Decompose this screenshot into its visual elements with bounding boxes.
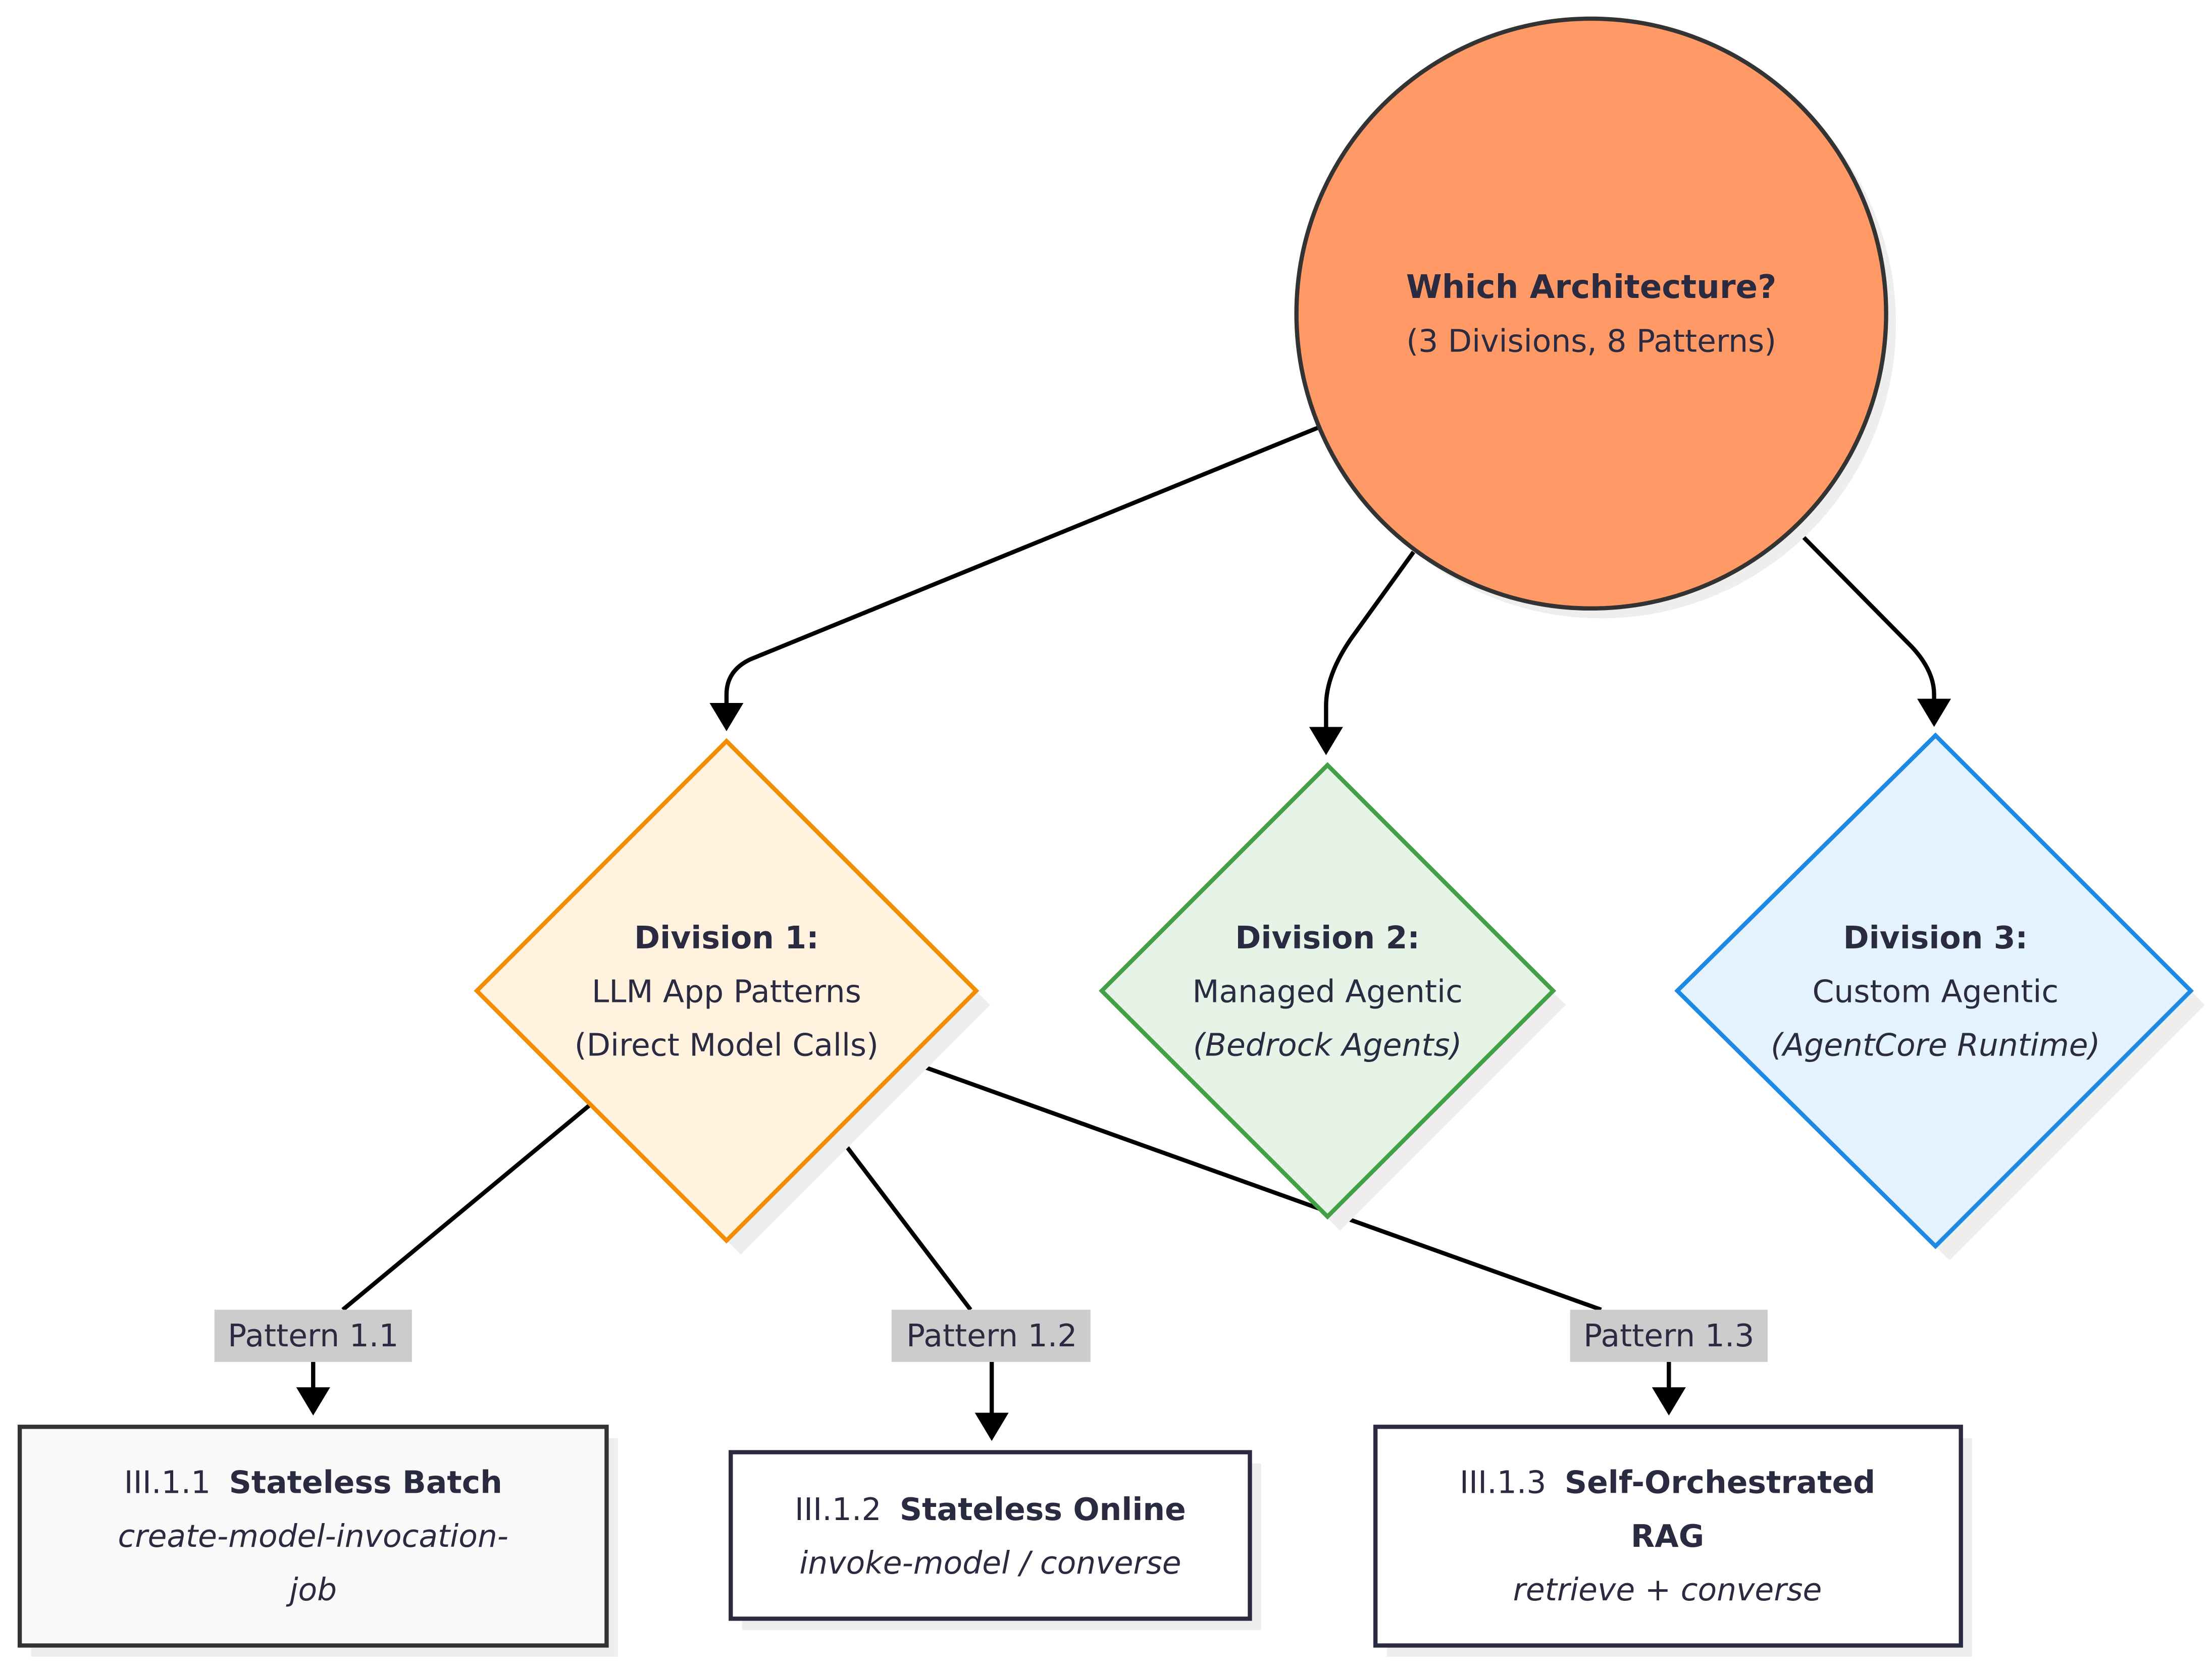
division-1-description: (Direct Model Calls) [575, 1028, 879, 1064]
arrowhead-division-2 [1309, 727, 1343, 755]
division-2-node[interactable]: Division 2: Managed Agentic (Bedrock Age… [1099, 762, 1566, 1231]
pattern-1-1-id: III.1.1 [124, 1465, 211, 1501]
pattern-1-2-api-line-1: invoke-model / converse [799, 1545, 1181, 1581]
arrowhead-division-1 [709, 703, 744, 731]
pattern-node-1-2[interactable]: III.1.2 Stateless Online invoke-model / … [729, 1450, 1261, 1630]
edge-label-text: Pattern 1.3 [1583, 1318, 1754, 1354]
pattern-1-1-api-line-2: job [286, 1572, 337, 1608]
root-node-subtitle: (3 Divisions, 8 Patterns) [1406, 323, 1776, 359]
pattern-1-1-api-line-1: create-model-invocation- [118, 1519, 508, 1554]
pattern-1-1-heading: III.1.1 Stateless Batch [124, 1465, 502, 1501]
division-1-title: Division 1: [634, 920, 819, 956]
pattern-1-3-api-line-1: retrieve + converse [1513, 1572, 1822, 1608]
edge-label-text: Pattern 1.1 [228, 1318, 398, 1354]
division-2-title: Division 2: [1235, 920, 1420, 956]
arrowhead-division-3 [1917, 698, 1951, 727]
root-node-circle [1294, 16, 1888, 611]
pattern-1-2-box [729, 1450, 1252, 1621]
root-node[interactable]: Which Architecture? (3 Divisions, 8 Patt… [1294, 16, 1896, 619]
pattern-1-2-id: III.1.2 [795, 1492, 882, 1528]
division-2-diamond [1099, 762, 1557, 1220]
division-1-diamond [474, 738, 980, 1244]
edge-root-to-division-1 [724, 426, 1319, 703]
pattern-1-1-box [17, 1425, 609, 1648]
division-2-description: (Bedrock Agents) [1193, 1028, 1462, 1064]
division-3-title: Division 3: [1843, 920, 2028, 956]
division-3-diamond [1674, 732, 2194, 1249]
division-2-subtitle: Managed Agentic [1192, 974, 1462, 1009]
edge-label-bg [1570, 1309, 1768, 1362]
pattern-1-3-box [1373, 1425, 1963, 1648]
division-3-description: (AgentCore Runtime) [1771, 1028, 2100, 1064]
edge-root-to-division-2 [1324, 550, 1415, 727]
pattern-1-3-heading: III.1.3 Self-Orchestrated [1460, 1465, 1875, 1501]
pattern-1-3-id: III.1.3 [1460, 1465, 1547, 1501]
edge-label-bg [214, 1309, 412, 1362]
edge-division-1-to-pattern-1-3 [907, 1059, 1602, 1312]
division-3-node[interactable]: Division 3: Custom Agentic (AgentCore Ru… [1674, 732, 2205, 1260]
pattern-node-1-1[interactable]: III.1.1 Stateless Batch create-model-inv… [17, 1425, 618, 1657]
arrowhead-pattern-1-1 [296, 1387, 330, 1416]
edge-label-bg [891, 1309, 1091, 1362]
pattern-node-1-3[interactable]: III.1.3 Self-Orchestrated RAG retrieve +… [1373, 1425, 1973, 1657]
pattern-1-2-heading: III.1.2 Stateless Online [795, 1492, 1186, 1528]
division-3-subtitle: Custom Agentic [1813, 974, 2059, 1009]
root-node-title: Which Architecture? [1406, 268, 1776, 306]
division-1-node[interactable]: Division 1: LLM App Patterns (Direct Mod… [474, 738, 991, 1255]
edge-division-1-to-pattern-1-2 [835, 1132, 972, 1311]
arrowhead-pattern-1-2 [974, 1412, 1009, 1441]
pattern-1-3-name-line-2: RAG [1631, 1519, 1704, 1554]
edge-label-pattern-1-3: Pattern 1.3 [1570, 1309, 1768, 1362]
pattern-1-1-name: Stateless Batch [229, 1465, 502, 1501]
edge-label-text: Pattern 1.2 [906, 1318, 1077, 1354]
pattern-1-2-name: Stateless Online [900, 1492, 1186, 1528]
edge-label-pattern-1-1: Pattern 1.1 [214, 1309, 412, 1362]
arrowhead-pattern-1-3 [1652, 1387, 1686, 1416]
pattern-1-3-name: Self-Orchestrated [1565, 1465, 1875, 1501]
edge-division-1-to-pattern-1-1 [341, 1103, 591, 1311]
edge-root-to-division-3 [1794, 528, 1936, 702]
division-1-subtitle: LLM App Patterns [592, 974, 861, 1009]
edge-label-pattern-1-2: Pattern 1.2 [891, 1309, 1091, 1362]
